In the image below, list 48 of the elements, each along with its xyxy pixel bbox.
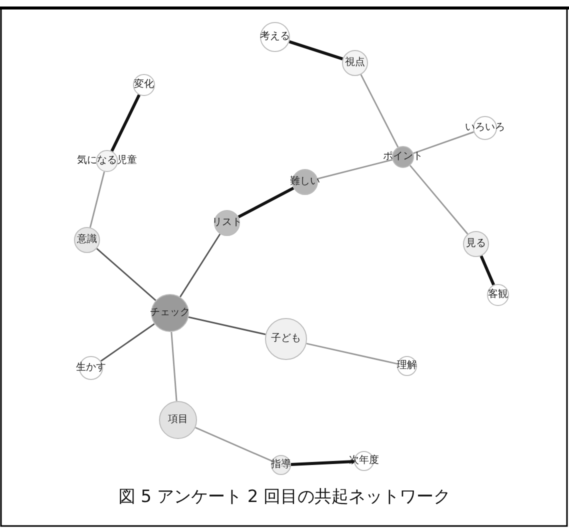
word-circle [292,169,318,195]
word-label: ポイント [383,152,423,162]
word-label: 視点 [345,58,365,68]
word-circle [159,401,197,439]
word-label: 項目 [168,415,188,425]
word-label: いろいろ [465,123,505,133]
word-circle [133,74,155,96]
word-label: 次年度 [349,456,379,466]
co-occurrence-line [180,234,221,298]
word-circle [487,284,509,306]
co-occurrence-line [238,186,294,218]
word-label: 指導 [271,460,291,470]
co-occurrence-line [306,342,398,365]
co-occurrence-line [195,426,272,462]
word-circle [271,455,291,475]
co-occurrence-line [410,164,468,235]
word-label: 見る [466,239,486,249]
word-label: リスト [212,218,242,228]
co-occurrence-line [89,171,106,228]
word-label: 理解 [397,361,417,371]
co-occurrence-line [290,460,354,466]
word-circle [342,50,368,76]
co-occurrence-line [96,248,156,302]
co-occurrence-line [480,255,496,286]
co-occurrence-line [317,159,393,180]
co-occurrence-line [170,332,178,402]
co-occurrence-line [288,40,344,60]
word-label: 考える [260,32,290,42]
co-occurrence-line [413,131,474,154]
co-occurrence-line [110,94,141,152]
figure-caption: 図 5 アンケート 2 回目の共起ネットワーク [117,486,452,508]
word-label: 難しい [290,177,320,187]
word-circle [463,231,489,257]
word-circle [151,294,189,332]
co-occurrence-line [360,74,399,148]
word-circle [74,227,100,253]
co-occurrence-line [100,323,155,362]
word-circle [397,356,417,376]
word-label: 生かす [76,363,106,373]
word-label: 子ども [271,334,301,344]
word-circle [214,210,240,236]
word-circle [260,22,290,52]
word-label: 意識 [77,235,97,245]
word-label: 気になる児童 [77,156,137,166]
co-occurrence-line [188,316,266,336]
word-label: 客観 [488,290,508,300]
word-circle [265,318,307,360]
word-label: 変化 [134,80,154,90]
